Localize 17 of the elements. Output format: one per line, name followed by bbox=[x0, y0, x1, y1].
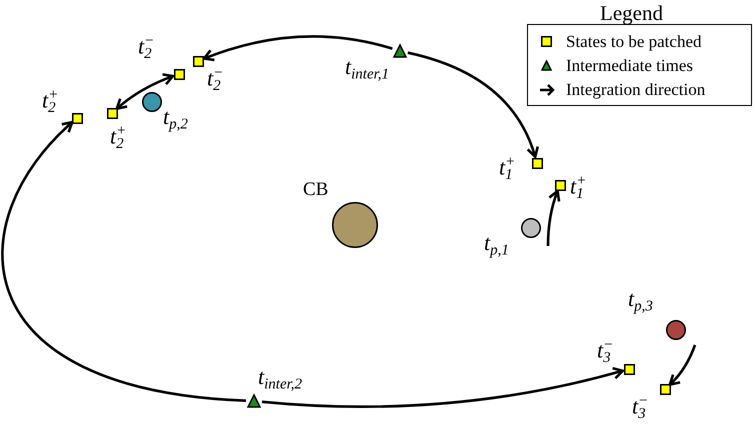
arrow bbox=[202, 35, 393, 62]
time-label: t$_{p,2}$ bbox=[163, 106, 188, 132]
arrow bbox=[116, 73, 174, 110]
arrow bbox=[2, 120, 246, 402]
legend-text: States to be patched bbox=[566, 33, 702, 50]
arrow bbox=[408, 51, 539, 158]
time-label: t$_{inter,2}$ bbox=[258, 366, 302, 392]
arrow bbox=[668, 344, 696, 386]
arrow bbox=[546, 190, 561, 246]
time-label: t$_{p,3}$ bbox=[628, 288, 653, 314]
arrow bbox=[262, 366, 624, 408]
legend-title: Legend bbox=[600, 3, 663, 24]
legend-text: Integration direction bbox=[566, 81, 706, 98]
legend-text: Intermediate times bbox=[566, 57, 693, 74]
time-label: t$_{p,1}$ bbox=[484, 232, 509, 258]
time-label: t$_{inter,1}$ bbox=[345, 56, 390, 82]
body-label: CB bbox=[303, 180, 328, 199]
